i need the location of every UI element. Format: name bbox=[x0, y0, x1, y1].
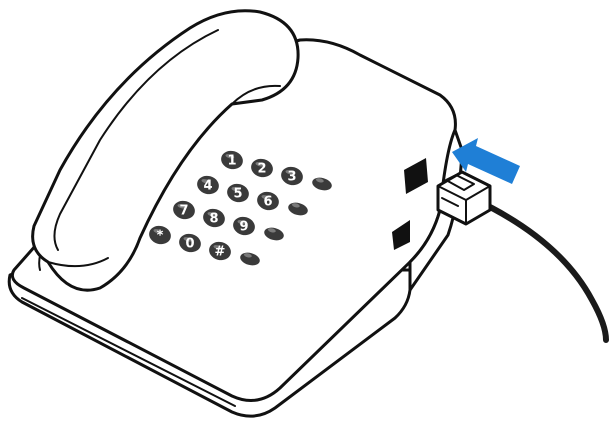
key-label: 2 bbox=[257, 162, 266, 177]
key-label: 6 bbox=[263, 195, 272, 210]
key-label: 0 bbox=[185, 237, 194, 252]
phone-cable bbox=[476, 200, 606, 340]
key-label: 9 bbox=[239, 220, 248, 235]
key-label: 3 bbox=[287, 170, 296, 185]
key-label: 7 bbox=[179, 204, 188, 219]
key-label: 1 bbox=[227, 154, 236, 169]
key-label: 5 bbox=[233, 187, 242, 202]
key-label: # bbox=[215, 245, 226, 260]
key-label: 4 bbox=[203, 179, 212, 194]
key-label: * bbox=[157, 229, 164, 244]
key-label: 8 bbox=[209, 212, 218, 227]
